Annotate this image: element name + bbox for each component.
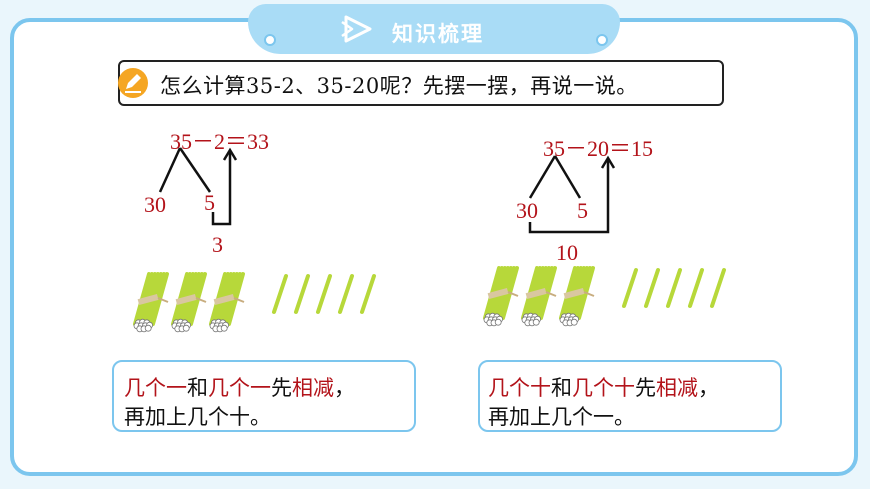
stick-bundle-of-ten: [209, 272, 245, 333]
right-eq-a: 35: [543, 136, 565, 161]
single-stick: [622, 268, 638, 308]
header-tab: [248, 4, 620, 54]
right-summary-seg: 相减: [656, 376, 698, 400]
single-stick: [294, 274, 310, 314]
single-stick: [666, 268, 682, 308]
right-eq-result: 15: [631, 136, 654, 161]
single-stick: [644, 268, 660, 308]
right-split-ones: 5: [577, 198, 588, 223]
left-split-ones: 5: [204, 190, 215, 215]
right-equation: 35－20＝15: [543, 131, 653, 163]
right-summary-seg: ，: [698, 376, 719, 400]
single-stick: [272, 274, 288, 314]
right-branch-lines: [528, 155, 616, 234]
right-eq-op: －: [565, 136, 588, 161]
single-stick: [360, 274, 376, 314]
left-summary-line1: 几个一和几个一先相减，: [124, 372, 355, 402]
decor-dot: [596, 34, 608, 46]
right-summary-seg: 几个十: [572, 376, 635, 400]
right-eq-b: 20: [587, 136, 610, 161]
decor-dot: [264, 34, 276, 46]
left-summary-seg: 几个一: [208, 376, 271, 400]
right-summary-line2: 再加上几个一。: [488, 405, 635, 429]
stick-bundle-of-ten: [483, 266, 519, 327]
pencil-icon: [118, 68, 148, 98]
left-summary-seg: 先: [271, 376, 292, 400]
single-stick: [316, 274, 332, 314]
left-branch-lines: [158, 147, 238, 226]
left-summary-seg: 相减: [292, 376, 334, 400]
left-equation: 35－2＝33: [170, 124, 269, 156]
right-eq-eq: ＝: [609, 136, 632, 161]
right-split-tens: 30: [516, 198, 538, 223]
left-summary-line2: 再加上几个十。: [124, 405, 271, 429]
stick-bundle-of-ten: [559, 266, 595, 327]
left-summary-box: [112, 360, 416, 432]
left-sticks-group: [133, 272, 376, 333]
left-eq-b: 2: [214, 129, 226, 154]
left-summary-seg: ，: [334, 376, 355, 400]
right-summary-seg: 和: [551, 376, 572, 400]
right-summary-seg: 几个十: [488, 376, 551, 400]
play-triangle-icon: [341, 15, 372, 43]
stick-bundle-of-ten: [521, 266, 557, 327]
header-title: 知识梳理: [392, 22, 484, 46]
left-summary-seg: 和: [187, 376, 208, 400]
right-partial: 10: [556, 240, 578, 265]
question-text: 怎么计算35-2、35-20呢？先摆一摆，再说一说。: [160, 74, 638, 98]
right-summary-line1: 几个十和几个十先相减，: [488, 372, 719, 402]
right-summary-box: [478, 360, 782, 432]
right-sticks-group: [483, 266, 726, 327]
left-partial: 3: [212, 232, 223, 257]
left-split-tens: 30: [144, 192, 166, 217]
stick-bundle-of-ten: [171, 272, 207, 333]
left-eq-op: －: [192, 129, 215, 154]
single-stick: [338, 274, 354, 314]
question-box: [118, 60, 724, 106]
single-stick: [710, 268, 726, 308]
stick-bundle-of-ten: [133, 272, 169, 333]
left-eq-eq: ＝: [225, 129, 248, 154]
single-stick: [688, 268, 704, 308]
right-summary-seg: 先: [635, 376, 656, 400]
left-eq-a: 35: [170, 129, 192, 154]
left-eq-result: 33: [247, 129, 270, 154]
left-summary-seg: 几个一: [124, 376, 187, 400]
